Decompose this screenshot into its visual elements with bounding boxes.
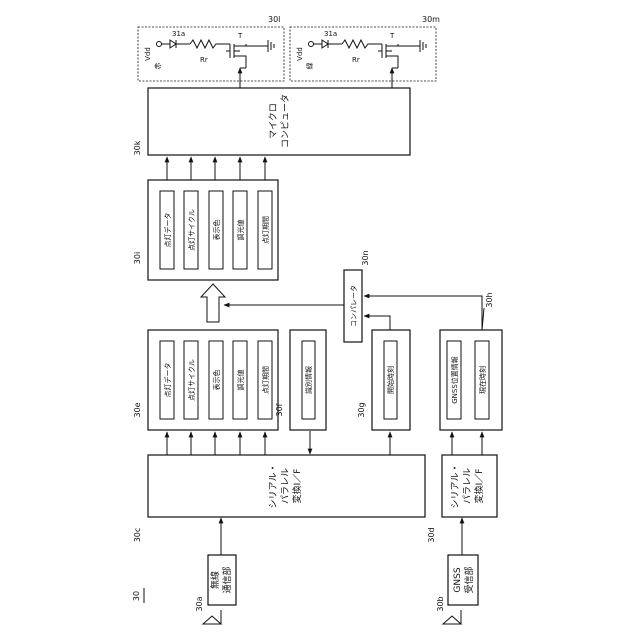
sp-main-label-2: パラレル	[280, 468, 291, 504]
r30i-field-2: 表示色	[212, 220, 221, 241]
gnss-pos-field: GNSS位置情報	[450, 356, 459, 404]
gnss-receiver-label-2: 受信部	[463, 566, 475, 593]
r30e-field-4: 点灯期間	[261, 366, 270, 394]
green-vdd: Vdd	[296, 47, 304, 61]
resistor-icon-green	[342, 40, 382, 48]
sp-gnss-label-2: パラレル	[462, 468, 473, 504]
gnss-info-block: GNSS位置情報 現在時刻 30h	[440, 292, 502, 430]
red-color-label: 赤	[154, 63, 162, 70]
transistor-icon-green	[378, 44, 398, 68]
serial-parallel-if-block: シリアル・ パラレル 変換I／F 30c	[133, 455, 425, 542]
sp-gnss-label-3: 変換I／F	[473, 469, 485, 504]
r30i-field-3: 調光値	[236, 220, 245, 241]
sp-gnss-label-1: シリアル・	[451, 464, 461, 509]
r30i-field-1: 点灯サイクル	[187, 209, 196, 251]
red-led-driver-block: Vdd 赤 31a Rr T 30l	[138, 15, 284, 81]
green-led-ref: 31a	[324, 30, 337, 38]
current-time-field: 現在時刻	[478, 366, 487, 394]
mcu-label-2: コンピュータ	[280, 94, 291, 148]
transfer-arrow-icon	[201, 284, 225, 322]
red-transistor-label: T	[237, 32, 243, 40]
sp-gnss-ref: 30d	[427, 527, 436, 542]
gnss-info-ref: 30h	[485, 292, 494, 307]
register-block-30i: 点灯データ 点灯サイクル 表示色 調光値 点灯期間 30i	[133, 180, 278, 280]
start-time-field: 開始時刻	[386, 366, 395, 394]
arrow-start-to-comparator	[364, 316, 390, 330]
green-transistor-label: T	[389, 32, 395, 40]
arrow-time-to-comparator	[364, 296, 482, 330]
r30e-field-0: 点灯データ	[163, 363, 172, 398]
ground-icon-green	[420, 40, 426, 52]
green-driver-ref: 30m	[422, 15, 440, 24]
resistor-icon-red	[190, 40, 230, 48]
r30i-ref: 30i	[133, 252, 142, 264]
green-led-driver-block: Vdd 緑 31a Rr T 30m	[290, 15, 440, 81]
gnss-receiver-ref: 30b	[436, 596, 445, 611]
mcu-label-1: マイクロ	[268, 103, 279, 139]
red-led-ref: 31a	[172, 30, 185, 38]
figure-ref: 30	[132, 591, 141, 601]
r30i-field-4: 点灯期間	[261, 216, 270, 244]
arrows-sp-to-30e	[167, 432, 265, 455]
green-resistor-label: Rr	[352, 56, 360, 64]
start-time-ref: 30g	[357, 402, 366, 417]
red-resistor-label: Rr	[200, 56, 208, 64]
start-time-block: 開始時刻 30g	[357, 330, 410, 430]
wireless-unit-block: 無線 通信部 30a	[195, 555, 236, 612]
ground-icon-red	[268, 40, 274, 52]
sp-main-label-3: 変換I／F	[291, 469, 303, 504]
id-info-block: 識別情報 30f	[275, 330, 326, 430]
r30e-field-2: 表示色	[212, 370, 221, 391]
id-info-ref: 30f	[275, 403, 284, 416]
r30e-field-1: 点灯サイクル	[187, 359, 196, 401]
red-driver-ref: 30l	[268, 15, 280, 24]
mcu-ref: 30k	[133, 140, 142, 155]
id-info-field: 識別情報	[304, 366, 313, 394]
transistor-icon-red	[226, 44, 246, 68]
r30i-field-0: 点灯データ	[163, 213, 172, 248]
gnss-receiver-block: GNSS 受信部 30b	[436, 555, 478, 612]
led-icon-red	[170, 40, 176, 48]
register-block-30e: 点灯データ 点灯サイクル 表示色 調光値 点灯期間 30e	[133, 330, 278, 430]
gnss-receiver-label-1: GNSS	[453, 567, 463, 592]
wireless-label-2: 通信部	[221, 566, 233, 593]
arrows-30i-to-mcu	[167, 157, 265, 180]
green-color-label: 緑	[305, 63, 314, 70]
antenna-icon-wireless	[203, 610, 221, 624]
wireless-ref: 30a	[195, 596, 204, 611]
microcomputer-block: マイクロ コンピュータ 30k	[133, 88, 410, 155]
led-icon-green	[322, 40, 328, 48]
antenna-icon-gnss	[443, 610, 461, 624]
sp-main-label-1: シリアル・	[269, 464, 279, 509]
r30e-field-3: 調光値	[236, 370, 245, 391]
r30e-ref: 30e	[133, 402, 142, 417]
red-vdd: Vdd	[144, 47, 152, 61]
comparator-ref: 30n	[361, 250, 370, 265]
wireless-label-1: 無線	[209, 571, 221, 589]
comparator-label: コンパレータ	[349, 285, 358, 327]
sp-main-ref: 30c	[133, 528, 142, 543]
